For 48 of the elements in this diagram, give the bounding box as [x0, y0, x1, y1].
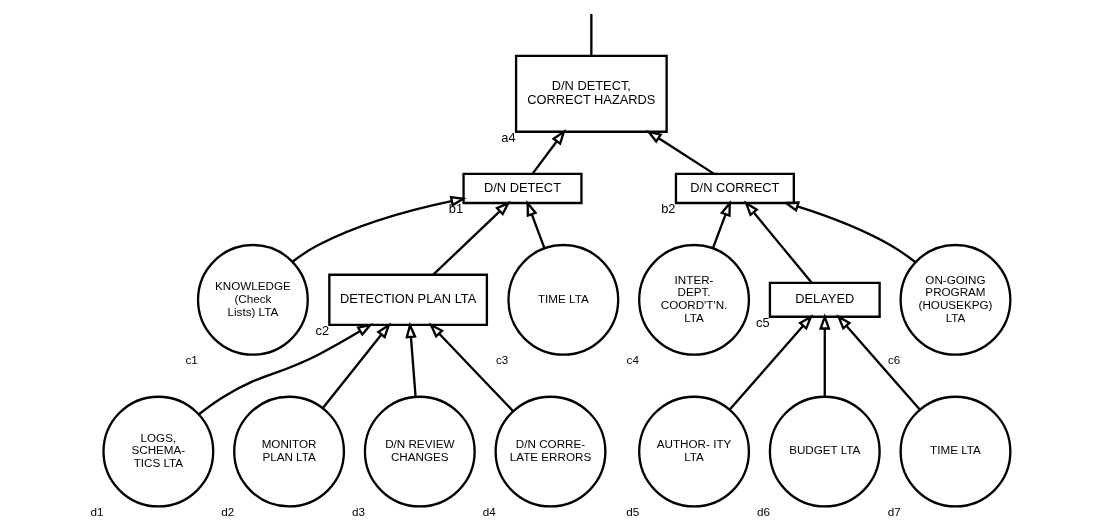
connector	[589, 13, 592, 56]
node-circle: AUTHOR- ITY LTA	[637, 395, 750, 508]
arrow	[432, 200, 511, 276]
node-label: c1	[184, 353, 198, 367]
node-box: D/N DETECT, CORRECT HAZARDS	[514, 54, 668, 133]
node-box: D/N CORRECT	[674, 172, 795, 205]
node-circle: BUDGET LTA	[768, 395, 881, 508]
node-box: D/N DETECT	[461, 172, 583, 205]
node-label: d5	[625, 504, 639, 518]
arrow	[743, 200, 812, 284]
arrow	[782, 201, 916, 263]
node-label: d6	[756, 504, 770, 518]
node-label: a4	[500, 130, 516, 146]
node-label: b2	[660, 201, 676, 217]
arrow	[818, 313, 830, 397]
node-label: d4	[482, 504, 496, 518]
arrow	[404, 321, 417, 397]
node-label: d2	[220, 504, 234, 518]
node-box: DETECTION PLAN LTA	[327, 273, 488, 327]
arrow	[197, 323, 373, 416]
node-label: d3	[351, 504, 365, 518]
node-circle: MONITOR PLAN LTA	[232, 395, 345, 508]
node-label: c6	[887, 353, 900, 367]
arrow	[428, 322, 514, 412]
arrow	[645, 129, 714, 175]
node-label: c5	[755, 315, 770, 331]
node-label: b1	[448, 201, 463, 217]
node-circle: INTER- DEPT. COORD'T'N. LTA	[637, 243, 750, 356]
arrow	[728, 314, 813, 411]
node-label: c4	[626, 353, 639, 367]
node-circle: TIME LTA	[898, 395, 1011, 508]
arrow	[525, 199, 546, 249]
arrow	[835, 314, 921, 411]
node-circle: TIME LTA	[506, 243, 619, 356]
node-circle: ON-GOING PROGRAM (HOUSEKPG) LTA	[898, 243, 1011, 356]
node-label: d1	[90, 504, 104, 518]
node-circle: D/N REVIEW CHANGES	[363, 395, 476, 508]
arrow	[321, 322, 391, 409]
node-circle: KNOWLEDGE (Check Lists) LTA	[196, 243, 309, 356]
arrow	[531, 128, 566, 175]
arrow	[291, 195, 467, 263]
node-label: d7	[887, 504, 901, 518]
arrow	[711, 199, 731, 249]
node-circle: D/N CORRE- LATE ERRORS	[494, 395, 606, 508]
node-box: DELAYED	[768, 281, 881, 318]
node-circle: LOGS, SCHEMA- TICS LTA	[101, 395, 214, 508]
node-label: c3	[495, 353, 508, 367]
node-label: c2	[315, 323, 329, 339]
